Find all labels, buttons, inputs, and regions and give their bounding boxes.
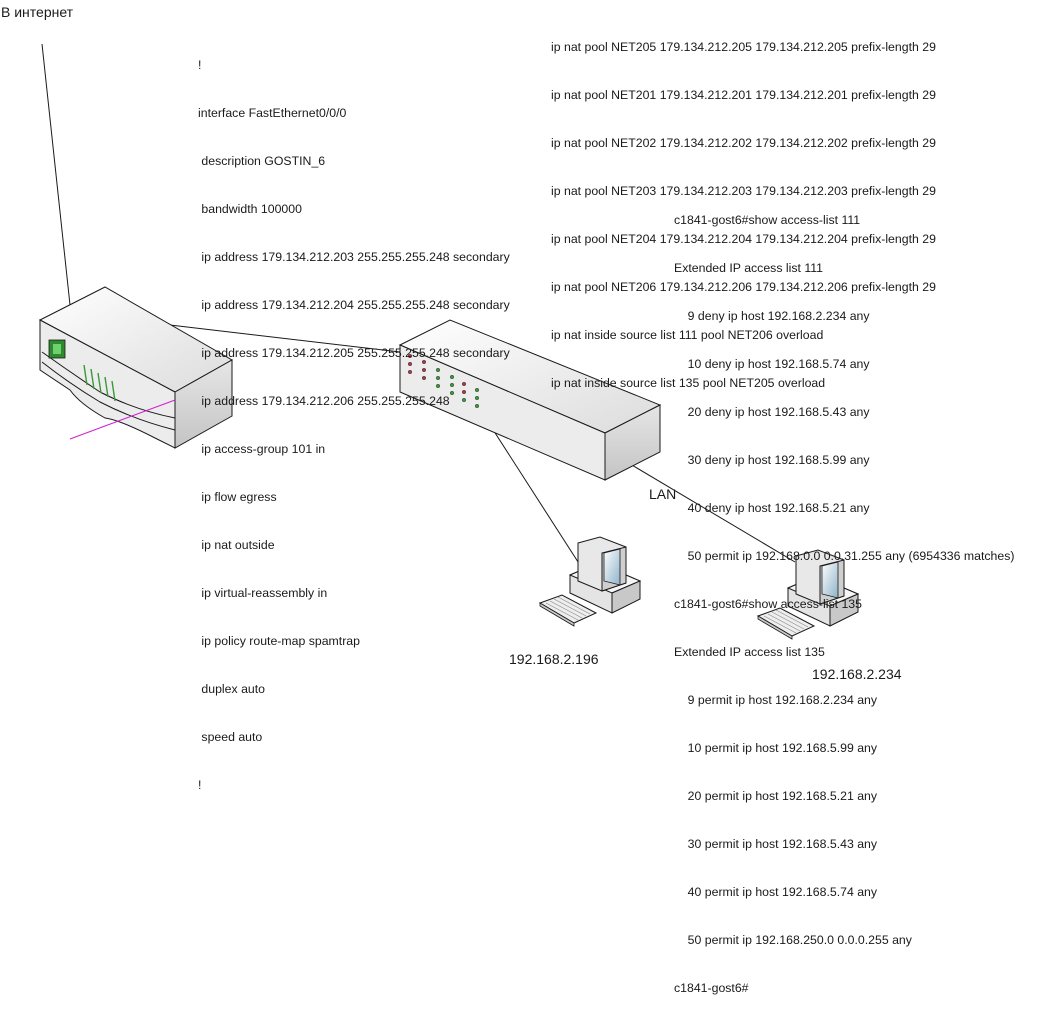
config-line: ! [198,58,202,72]
config-line: ip policy route-map spamtrap [198,634,360,648]
acl-line: 9 deny ip host 192.168.2.234 any [674,309,870,323]
lan-label: LAN [649,486,677,502]
nat-config: ip nat pool NET205 179.134.212.205 179.1… [551,7,936,407]
config-line: ip address 179.134.212.203 255.255.255.2… [198,250,510,264]
internet-label: В интернет [1,4,74,20]
router-icon[interactable] [38,286,234,449]
acl-line: c1841-gost6#show access-list 111 [674,213,861,227]
router-interface-config: ! interface FastEthernet0/0/0 descriptio… [198,25,510,809]
config-line: ip virtual-reassembly in [198,586,328,600]
pc2-computer-icon[interactable] [756,549,860,640]
nat-line: ip nat inside source list 111 pool NET20… [551,328,824,342]
pc1-screen [603,548,621,586]
config-line: ip access-group 101 in [198,442,326,456]
acl-line: 50 permit ip 192.168.250.0 0.0.0.255 any [674,933,912,947]
config-line: ip flow egress [198,490,277,504]
nat-line: ip nat pool NET206 179.134.212.206 179.1… [551,280,936,294]
acl-line: c1841-gost6# [674,981,749,995]
nat-line: ip nat pool NET202 179.134.212.202 179.1… [551,136,936,150]
config-line: ! [198,778,202,792]
nat-line: ip nat pool NET204 179.134.212.204 179.1… [551,232,936,246]
config-line: interface FastEthernet0/0/0 [198,106,347,120]
config-line: ip nat outside [198,538,275,552]
config-line: ip address 179.134.212.206 255.255.255.2… [198,394,450,408]
config-line: speed auto [198,730,263,744]
acl-line: 30 permit ip host 192.168.5.43 any [674,837,878,851]
access-list-output: c1841-gost6#show access-list 111 Extende… [674,180,1014,1012]
config-line: ip address 179.134.212.204 255.255.255.2… [198,298,510,312]
acl-line: 40 deny ip host 192.168.5.21 any [674,501,870,515]
router-groove [41,351,176,419]
nat-line: ip nat pool NET203 179.134.212.203 179.1… [551,184,936,198]
acl-line: 10 permit ip host 192.168.5.99 any [674,741,878,755]
nat-line: ip nat inside source list 135 pool NET20… [551,376,826,390]
acl-line: Extended IP access list 111 [674,261,824,275]
acl-line: c1841-gost6#show access-list 135 [674,597,862,611]
switch-icon[interactable] [398,319,662,481]
router-front-face [39,319,176,449]
config-line: description GOSTIN_6 [198,154,326,168]
acl-line: 9 permit ip host 192.168.2.234 any [674,693,878,707]
pc2-ip-label: 192.168.2.234 [812,666,902,682]
links [41,43,796,566]
config-line: ip address 179.134.212.205 255.255.255.2… [198,346,510,360]
acl-line: Extended IP access list 135 [674,645,825,659]
switch-port-leds [408,354,480,409]
switch-pc2-link [609,451,796,563]
config-line: duplex auto [198,682,266,696]
nat-line: ip nat pool NET201 179.134.212.201 179.1… [551,88,936,102]
network-diagram [38,43,860,640]
router-magenta-cable [69,399,176,440]
router-switch-link [169,324,401,353]
router-side-face [174,359,233,449]
acl-line: 30 deny ip host 192.168.5.99 any [674,453,870,467]
acl-line: 10 deny ip host 192.168.5.74 any [674,357,870,371]
pc1-computer-icon[interactable] [538,536,642,627]
acl-line: 50 permit ip 192.168.0.0 0.0.31.255 any … [674,549,1015,563]
config-line: bandwidth 100000 [198,202,302,216]
acl-line: 20 deny ip host 192.168.5.43 any [674,405,870,419]
switch-pc1-link [489,424,581,566]
pc2-screen [821,561,839,599]
acl-line: 40 permit ip host 192.168.5.74 any [674,885,878,899]
nat-line: ip nat pool NET205 179.134.212.205 179.1… [551,40,936,54]
internet-uplink-line [41,43,71,306]
pc1-ip-label: 192.168.2.196 [509,651,599,667]
acl-line: 20 permit ip host 192.168.5.21 any [674,789,878,803]
router-groove-2 [41,361,176,431]
switch-side-face [604,404,661,481]
router-vent-lines [83,364,116,402]
